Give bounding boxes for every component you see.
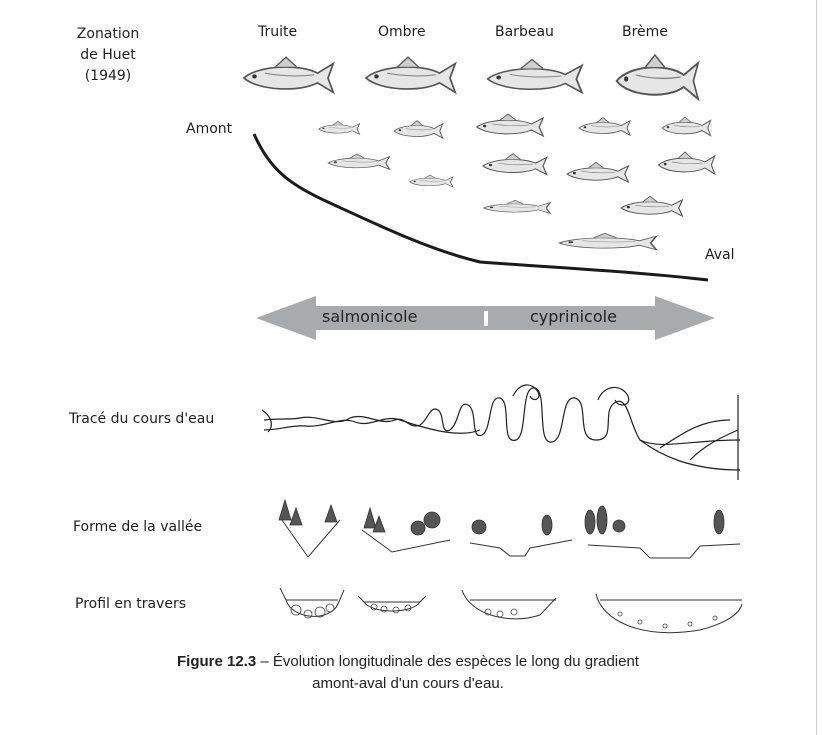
salmonicole-label: salmonicole	[322, 307, 417, 326]
valley-row-label: Forme de la vallée	[73, 519, 202, 535]
course-row-label: Tracé du cours d'eau	[69, 411, 214, 427]
fish-small	[484, 200, 550, 213]
fish-small	[410, 175, 453, 187]
fish-barbeau-large	[488, 60, 582, 93]
fish-pike	[559, 233, 656, 250]
fish-small	[621, 196, 682, 216]
caption-line-1: Figure 12.3 – Évolution longitudinale de…	[0, 651, 816, 673]
tree-icons	[279, 500, 724, 535]
caption-text: – Évolution longitudinale des espèces le…	[256, 653, 639, 670]
figure-caption: Figure 12.3 – Évolution longitudinale de…	[0, 651, 816, 695]
caption-figure-number: Figure 12.3	[177, 653, 256, 670]
fish-small	[477, 114, 543, 136]
fish-small	[483, 154, 547, 175]
caption-line-2: amont-aval d'un cours d'eau.	[0, 673, 816, 695]
fish-small	[394, 121, 442, 139]
fish-small	[579, 118, 630, 136]
fish-breme-large	[617, 55, 699, 99]
fish-small	[659, 152, 715, 174]
river-course-trace	[262, 385, 740, 480]
fish-small	[328, 154, 389, 169]
arrow-divider	[484, 311, 488, 326]
fish-ombre-large	[366, 57, 455, 92]
valley-shapes	[282, 520, 740, 558]
pebble-marks	[291, 604, 717, 628]
fish-small	[567, 162, 628, 182]
cyprinicole-label: cyprinicole	[530, 307, 617, 326]
cross-profiles	[280, 588, 742, 633]
fish-small	[662, 117, 710, 136]
profile-row-label: Profil en travers	[75, 596, 186, 612]
fish-truite-large	[244, 57, 333, 92]
fish-small	[319, 121, 360, 134]
